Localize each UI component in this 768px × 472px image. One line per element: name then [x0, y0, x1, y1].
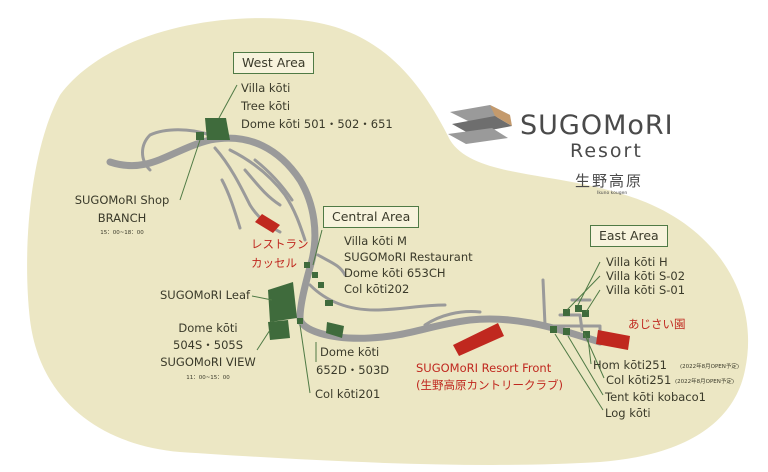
building-col201: [297, 318, 303, 324]
front-sub-label: (生野高原カントリークラブ): [416, 378, 563, 392]
ajisai-label: あじさい園: [628, 317, 686, 331]
kassel-label-1: レストラン: [251, 237, 309, 251]
shop-hours: 15：00~18：00: [100, 230, 144, 236]
hom251-label: Hom kōti251: [593, 358, 667, 372]
east-s02-label: Villa kōti S-02: [606, 269, 686, 283]
west-dome-label: Dome kōti 501・502・651: [241, 117, 393, 131]
buildings: [196, 118, 590, 340]
building-col202: [325, 300, 333, 306]
area-east: East Area: [590, 225, 668, 247]
ajisai-marker: [596, 330, 630, 350]
building-west-villa: [205, 118, 230, 140]
central-dome-label: Dome kōti 653CH: [344, 266, 446, 280]
hom251-note: (2022年8月OPEN予定): [680, 364, 740, 370]
area-central: Central Area: [323, 206, 420, 228]
log-label: Log kōti: [605, 406, 651, 420]
view-label: SUGOMoRI VIEW: [160, 355, 256, 369]
logo-title: SUGOMoRI: [520, 110, 674, 141]
red-facilities: [255, 214, 630, 356]
building-central-1: [304, 262, 310, 268]
west-villa-label: Villa kōti: [241, 81, 291, 95]
building-shop: [196, 132, 204, 140]
leader-lines: [179, 84, 605, 411]
logo-romaji: Ikuno kougen: [597, 191, 628, 196]
east-villa-h-label: Villa kōti H: [606, 255, 668, 269]
restaurant-kassel-marker: [255, 214, 280, 233]
building-east-a: [550, 326, 557, 333]
west-tree-label: Tree kōti: [241, 99, 291, 113]
central-villa-label: Villa kōti M: [344, 234, 407, 248]
central-road-2: [316, 253, 347, 277]
building-leaf: [268, 282, 297, 322]
dome504-label-2: 504S・505S: [173, 338, 243, 352]
area-west: West Area: [233, 52, 315, 74]
central-col202-label: Col kōti202: [344, 282, 410, 296]
col251-label: Col kōti251: [606, 373, 672, 387]
kassel-label-2: カッセル: [251, 256, 297, 270]
front-label: SUGOMoRI Resort Front: [416, 361, 552, 375]
building-east-s01: [582, 310, 589, 317]
west-road-1: [141, 128, 212, 172]
central-restaurant-label: SUGOMoRI Restaurant: [344, 250, 473, 264]
building-east-c: [583, 331, 590, 338]
building-central-2: [312, 272, 318, 278]
building-east-h: [575, 305, 582, 312]
building-central-3: [318, 282, 324, 288]
building-east-s02: [563, 309, 570, 316]
shop-branch-label: BRANCH: [97, 211, 147, 225]
logo-subtitle: Resort: [570, 140, 643, 162]
central-road-3: [423, 310, 482, 327]
shop-label: SUGOMoRI Shop: [74, 193, 170, 207]
west-road-3: [228, 148, 307, 242]
west-road-5: [253, 158, 294, 202]
leaf-label: SUGOMoRI Leaf: [160, 288, 251, 302]
building-dome652: [326, 322, 344, 338]
dome652-label-1: Dome kōti: [320, 345, 380, 359]
east-road-1: [541, 278, 547, 327]
central-road-1: [308, 283, 447, 312]
col201-label: Col kōti201: [315, 387, 381, 401]
west-road-4: [243, 168, 282, 207]
front-marker: [453, 323, 504, 356]
west-road-6: [220, 178, 242, 230]
tent-label: Tent kōti kobaco1: [605, 390, 706, 404]
building-east-b: [563, 328, 570, 335]
logo-mark-icon: [448, 105, 512, 144]
east-s01-label: Villa kōti S-01: [606, 283, 686, 297]
dome652-label-2: 652D・503D: [316, 363, 390, 377]
building-view: [268, 320, 290, 340]
view-hours: 11：00~15：00: [186, 375, 230, 381]
logo-japanese: 生野高原: [575, 172, 644, 190]
col251-note: (2022年8月OPEN予定): [675, 379, 735, 385]
dome504-label-1: Dome kōti: [178, 321, 238, 335]
